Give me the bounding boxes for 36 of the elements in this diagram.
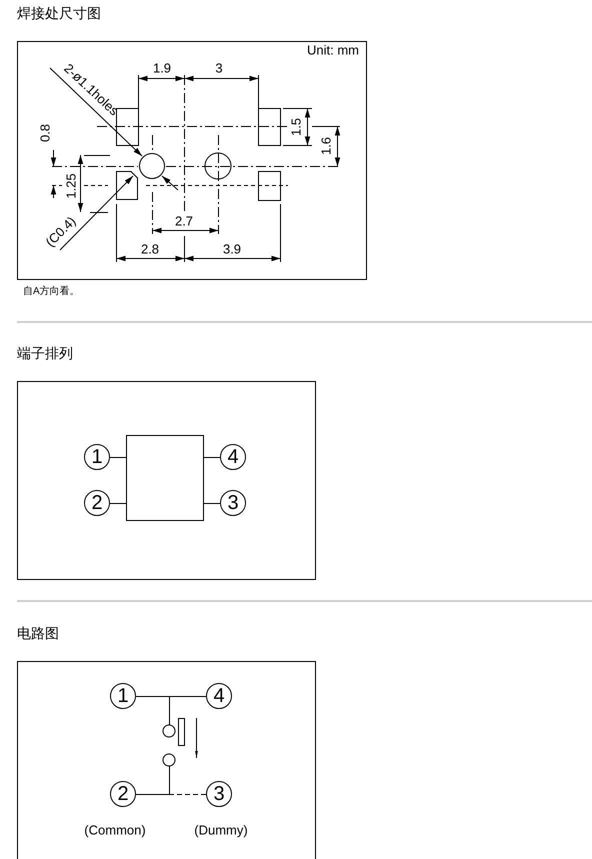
connector-line [204, 457, 220, 458]
section-heading: 电路图 [17, 625, 59, 642]
pin-number-circle: 3 [206, 781, 232, 807]
pin-number-circle: 2 [84, 490, 110, 516]
connector-line [204, 503, 220, 504]
connector-line [136, 696, 170, 726]
dimension-label: 2.8 [140, 242, 160, 258]
dimension-label: 3 [215, 62, 223, 76]
switch-body-box [126, 435, 204, 521]
connector-line [136, 766, 170, 795]
terminal-note: (Dummy) [194, 822, 248, 838]
section-heading: 焊接处尺寸图 [17, 5, 101, 22]
dimension-label: 2.7 [174, 214, 194, 230]
section-heading: 端子排列 [17, 345, 73, 362]
terminal-note: (Common) [84, 822, 146, 838]
hole-outline [139, 153, 165, 179]
chamfered-pad [116, 171, 138, 200]
pin-number-circle: 3 [220, 490, 246, 516]
dimension-label: 1.6 [320, 136, 334, 156]
push-switch-symbol [160, 716, 200, 768]
pin-number-circle: 1 [84, 444, 110, 470]
dimension-label: 3.9 [222, 242, 242, 258]
pin-number-circle: 4 [206, 683, 232, 709]
dimension-label: 1.5 [290, 118, 304, 136]
leader-line [60, 176, 134, 250]
leader-line [50, 68, 142, 156]
connector-line [110, 503, 126, 504]
unit-note: Unit: mm [307, 44, 359, 58]
connector-line [110, 457, 126, 458]
dimension-label: 0.8 [38, 124, 54, 142]
pin-number-circle: 1 [110, 683, 136, 709]
pin-number-circle: 2 [110, 781, 136, 807]
dimension-label: 1.9 [152, 62, 172, 76]
pin-number-circle: 4 [220, 444, 246, 470]
view-note: 自A方向看。 [23, 286, 80, 298]
dimension-label: 1.25 [64, 173, 80, 199]
